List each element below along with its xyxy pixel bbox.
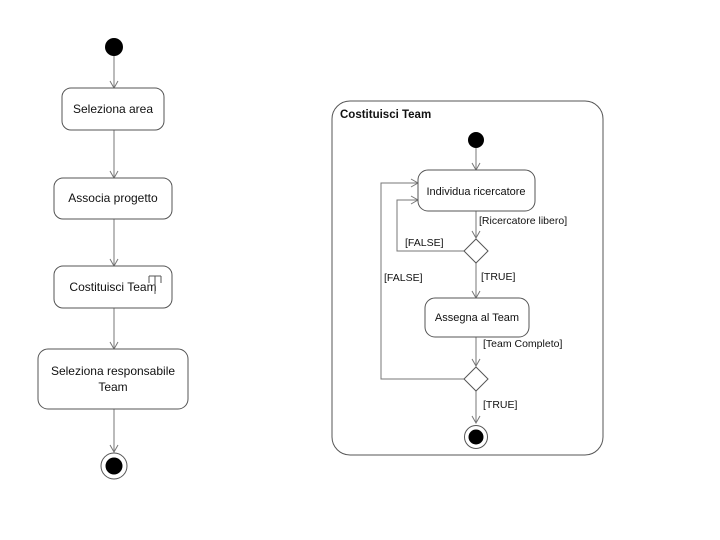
arrowhead-icon [109, 444, 119, 454]
action-individua-ricercatore[interactable]: Individua ricercatore [417, 169, 536, 212]
guard-true-outer: [TRUE] [483, 399, 518, 411]
left-flow: Seleziona area Associa progetto Costitui… [37, 38, 189, 480]
action-seleziona-responsabile-team[interactable]: Seleziona responsabile Team [37, 348, 189, 410]
guard-false-inner: [FALSE] [405, 237, 444, 249]
action-assegna-al-team[interactable]: Assegna al Team [424, 297, 530, 338]
action-costituisci-team[interactable]: Costituisci Team [53, 265, 173, 309]
action-associa-progetto[interactable]: Associa progetto [53, 177, 173, 220]
action-seleziona-area[interactable]: Seleziona area [61, 87, 165, 131]
edge-decision-false-loop-outer [380, 182, 466, 380]
subactivity-title: Costituisci Team [340, 109, 431, 121]
rake-icon [148, 275, 162, 294]
initial-node-icon [105, 38, 123, 56]
arrowhead-icon [471, 230, 481, 240]
final-node-icon [464, 425, 488, 449]
action-label: Costituisci Team [69, 280, 156, 294]
action-label-line-1: Seleziona responsabile [51, 364, 175, 378]
action-label: Seleziona area [73, 102, 153, 116]
guard-false-outer: [FALSE] [384, 272, 423, 284]
decision-node-icon [463, 366, 489, 392]
subactivity-frame [331, 100, 604, 456]
subactivity-costituisci-team: Costituisci Team Individua ricercatore [331, 100, 604, 456]
action-label: Individua ricercatore [426, 186, 525, 198]
action-label: Assegna al Team [435, 312, 519, 324]
guard-true-inner: [TRUE] [481, 271, 516, 283]
action-label-line-2: Team [98, 380, 127, 394]
final-node-icon [100, 452, 128, 480]
arrowhead-icon [471, 358, 481, 368]
guard-ricercatore-libero: [Ricercatore libero] [479, 215, 567, 227]
edge-decision-false-loop-inner [396, 199, 466, 252]
arrowhead-icon [471, 415, 481, 425]
action-label: Associa progetto [68, 191, 158, 205]
initial-node-icon [468, 132, 484, 148]
decision-node-icon [463, 238, 489, 264]
guard-team-completo: [Team Completo] [483, 338, 562, 350]
